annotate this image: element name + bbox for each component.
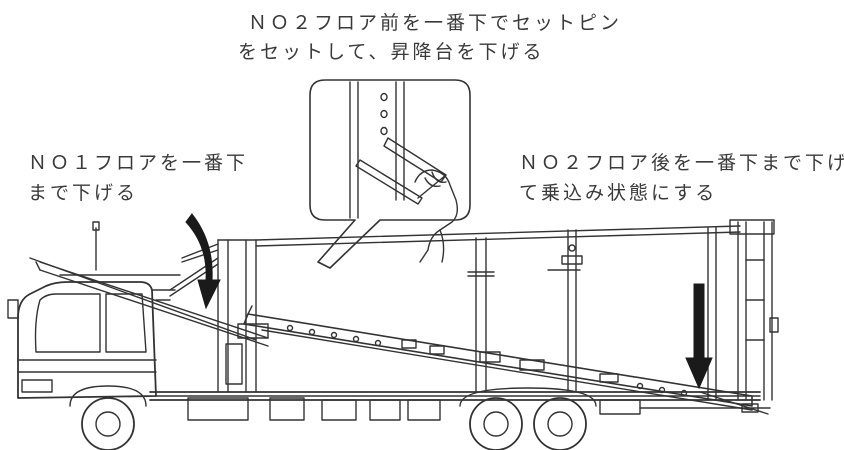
upper-rail xyxy=(255,219,775,247)
annotation-setpin-line2: をセットして、昇降台を下げる xyxy=(238,41,545,63)
annotation-no2-rear-line1: ＮＯ２フロア後を一番下まで下げ xyxy=(519,152,844,174)
no2-floor-deck xyxy=(243,305,769,415)
annotation-no2-rear-line2: て乗込み状態にする xyxy=(519,182,718,204)
down-arrow-icon xyxy=(185,213,221,310)
rear-post xyxy=(547,229,583,393)
rear-end-frame xyxy=(707,221,779,401)
no1-upper-beam xyxy=(29,257,257,341)
rear-wheel-2 xyxy=(533,397,587,450)
rear-wheel-1 xyxy=(469,397,523,450)
mid-post xyxy=(467,237,495,393)
down-arrow-icon xyxy=(685,283,713,390)
annotation-no1-line2: まで下げる xyxy=(28,182,139,204)
front-wheel xyxy=(81,397,135,450)
truck-cab xyxy=(7,281,176,399)
annotation-setpin-line1: ＮＯ２フロア前を一番下でセットピン xyxy=(248,12,623,34)
annotation-no1-line1: ＮＯ１フロアを一番下 xyxy=(28,152,249,174)
no1-floor-deck xyxy=(35,261,269,347)
set-pin-detail-callout xyxy=(309,79,471,269)
truck-chassis xyxy=(149,391,771,421)
